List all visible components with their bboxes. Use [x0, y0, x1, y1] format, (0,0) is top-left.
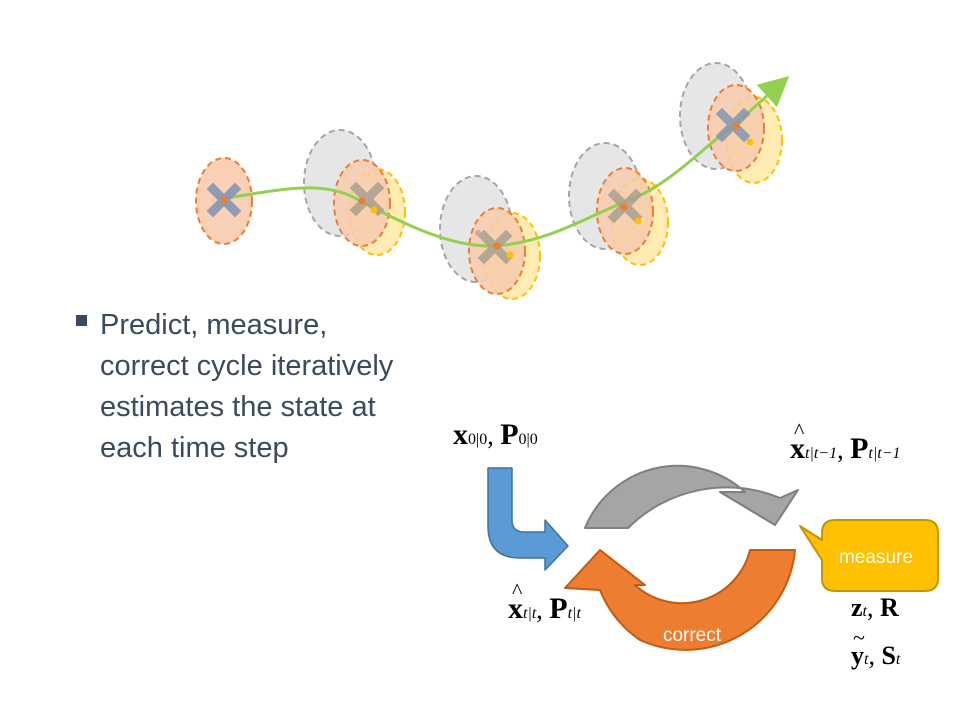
innovation-y-symbol: y — [851, 625, 865, 671]
measurement-dot — [370, 206, 378, 214]
estimate-dot — [358, 197, 366, 205]
bullet-list: Predict, measure, correct cycle iterativ… — [76, 305, 416, 469]
init-x-symbol: x — [453, 418, 468, 451]
measurement-z-subscript: t — [862, 603, 867, 620]
init-state-label: x0|0, P0|0 — [453, 418, 538, 451]
estimate-dot — [493, 242, 501, 250]
x-cross-marker-icon — [349, 181, 385, 217]
innovation-s-subscript: t — [895, 651, 901, 668]
posterior-p-subscript: t|t — [567, 605, 581, 622]
estimate-dot — [620, 203, 628, 211]
correct-arrow — [564, 549, 796, 651]
posterior-x-subscript: t|t — [523, 605, 537, 622]
measurement-label: zt, R — [851, 593, 899, 622]
prior-state-label: xt|t−1, Pt|t−1 — [790, 418, 901, 466]
predict-label: predict — [657, 438, 715, 459]
estimate-dot — [732, 122, 740, 130]
init-p-subscript: 0|0 — [518, 431, 538, 448]
bullet-text: Predict, measure, correct cycle iterativ… — [100, 309, 394, 464]
kalman-cycle: predict correct measure — [487, 438, 939, 651]
measurement-dot — [634, 217, 642, 225]
innovation-s-symbol: S — [881, 641, 896, 670]
measurement-z-symbol: z — [851, 593, 863, 622]
prior-x-symbol: x — [790, 418, 805, 466]
init-x-subscript: 0|0 — [468, 431, 488, 448]
posterior-p-symbol: P — [549, 592, 568, 625]
posterior-state-label: xt|t, Pt|t — [508, 578, 581, 626]
innovation-y-subscript: t — [864, 651, 869, 668]
init-p-symbol: P — [500, 418, 519, 451]
measure-callout — [799, 519, 939, 592]
estimate-dot — [220, 196, 228, 204]
prior-p-subscript: t|t−1 — [868, 445, 901, 462]
square-bullet-icon — [76, 315, 87, 326]
posterior-x-symbol: x — [508, 578, 523, 626]
measurement-dot — [746, 138, 754, 146]
prior-x-subscript: t|t−1 — [805, 445, 838, 462]
prior-dot — [475, 230, 481, 236]
measure-label: measure — [839, 547, 913, 568]
innovation-label: yt, St — [851, 625, 901, 671]
trajectory-illustration — [195, 62, 790, 300]
prior-p-symbol: P — [850, 432, 869, 465]
measurement-dot — [506, 251, 514, 259]
correct-label: correct — [663, 625, 722, 646]
init-arrow — [487, 467, 569, 571]
predict-arrow — [584, 464, 799, 529]
measurement-r-symbol: R — [880, 593, 899, 622]
